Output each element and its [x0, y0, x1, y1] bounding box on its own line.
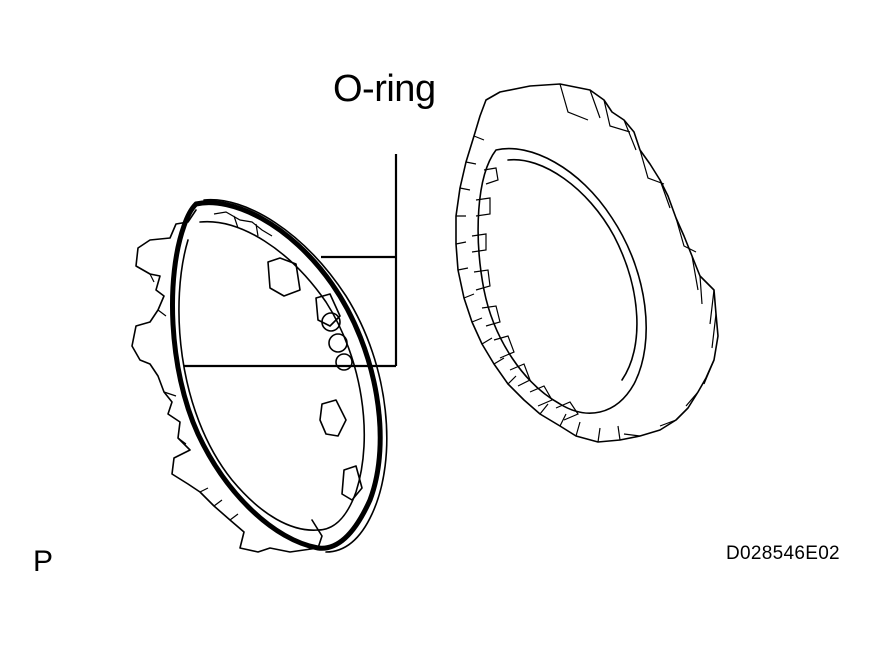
left-ring-outer-rim [131, 209, 323, 553]
left-ring-top-detail [213, 211, 273, 237]
left-ring-notches [149, 273, 239, 521]
right-ring-inner-lip [507, 158, 638, 381]
right-ring-drum [455, 83, 719, 443]
right-ring-splines [471, 167, 579, 421]
left-ring-inner-edge [199, 220, 366, 531]
right-ring-outer-profile [455, 83, 719, 443]
left-ring-hole [335, 353, 353, 371]
figure-id: D028546E02 [726, 543, 840, 564]
left-ring-hole [321, 312, 341, 332]
corner-marker: P [33, 545, 54, 578]
o-ring-leader-lines [184, 154, 398, 368]
o-ring-label: O-ring [333, 68, 436, 110]
left-ring-inner-tabs [267, 257, 363, 501]
left-ring-outer-edge [203, 198, 388, 553]
o-ring [170, 200, 383, 551]
left-ring-with-o-ring [131, 198, 388, 553]
right-ring-teeth [559, 83, 717, 437]
left-ring-hole [328, 333, 348, 353]
right-ring-inner-wall [477, 147, 647, 414]
right-ring-rim-detail [455, 135, 621, 443]
left-ring-inner-lip [178, 239, 319, 531]
